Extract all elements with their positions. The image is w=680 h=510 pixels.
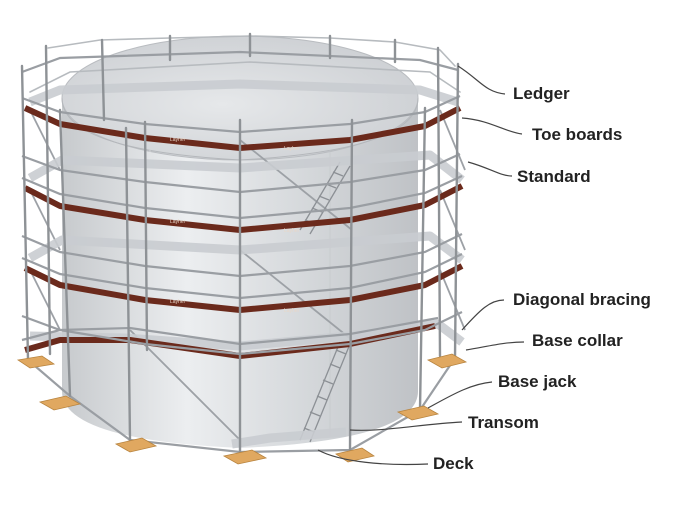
leader-lines [317, 65, 525, 466]
label-standard: Standard [517, 167, 591, 186]
label-diagonal-bracing: Diagonal bracing [513, 290, 651, 309]
label-ledger: Ledger [513, 84, 570, 103]
toe-board-brand: Layher [284, 146, 300, 152]
leader-ledger [457, 65, 506, 95]
label-toe-boards: Toe boards [532, 125, 622, 144]
toe-board-brand: Layher [170, 219, 186, 225]
leader-base-jack [427, 381, 493, 409]
leader-deck [317, 449, 429, 466]
leader-base-collar [465, 341, 525, 351]
label-transom: Transom [468, 413, 539, 432]
leader-transom [349, 421, 463, 431]
back-ledgers [29, 35, 461, 93]
leader-toe-boards [461, 117, 523, 135]
label-base-jack: Base jack [498, 372, 577, 391]
base-plates [16, 353, 468, 465]
toe-board-brand: Layher [170, 299, 186, 305]
toe-board-brand: Layher [284, 228, 300, 234]
standards [20, 32, 460, 454]
access-ladders [299, 161, 351, 443]
callout-labels: Ledger Toe boards Standard Diagonal brac… [433, 84, 651, 473]
label-deck: Deck [433, 454, 474, 473]
diagonal-bracing-group [29, 109, 466, 441]
label-base-collar: Base collar [532, 331, 623, 350]
leader-diagonal-bracing [461, 299, 505, 331]
leader-standard [467, 161, 513, 177]
toe-board-brand: Layher [170, 137, 186, 143]
toe-board-brand: Layher [284, 308, 300, 314]
